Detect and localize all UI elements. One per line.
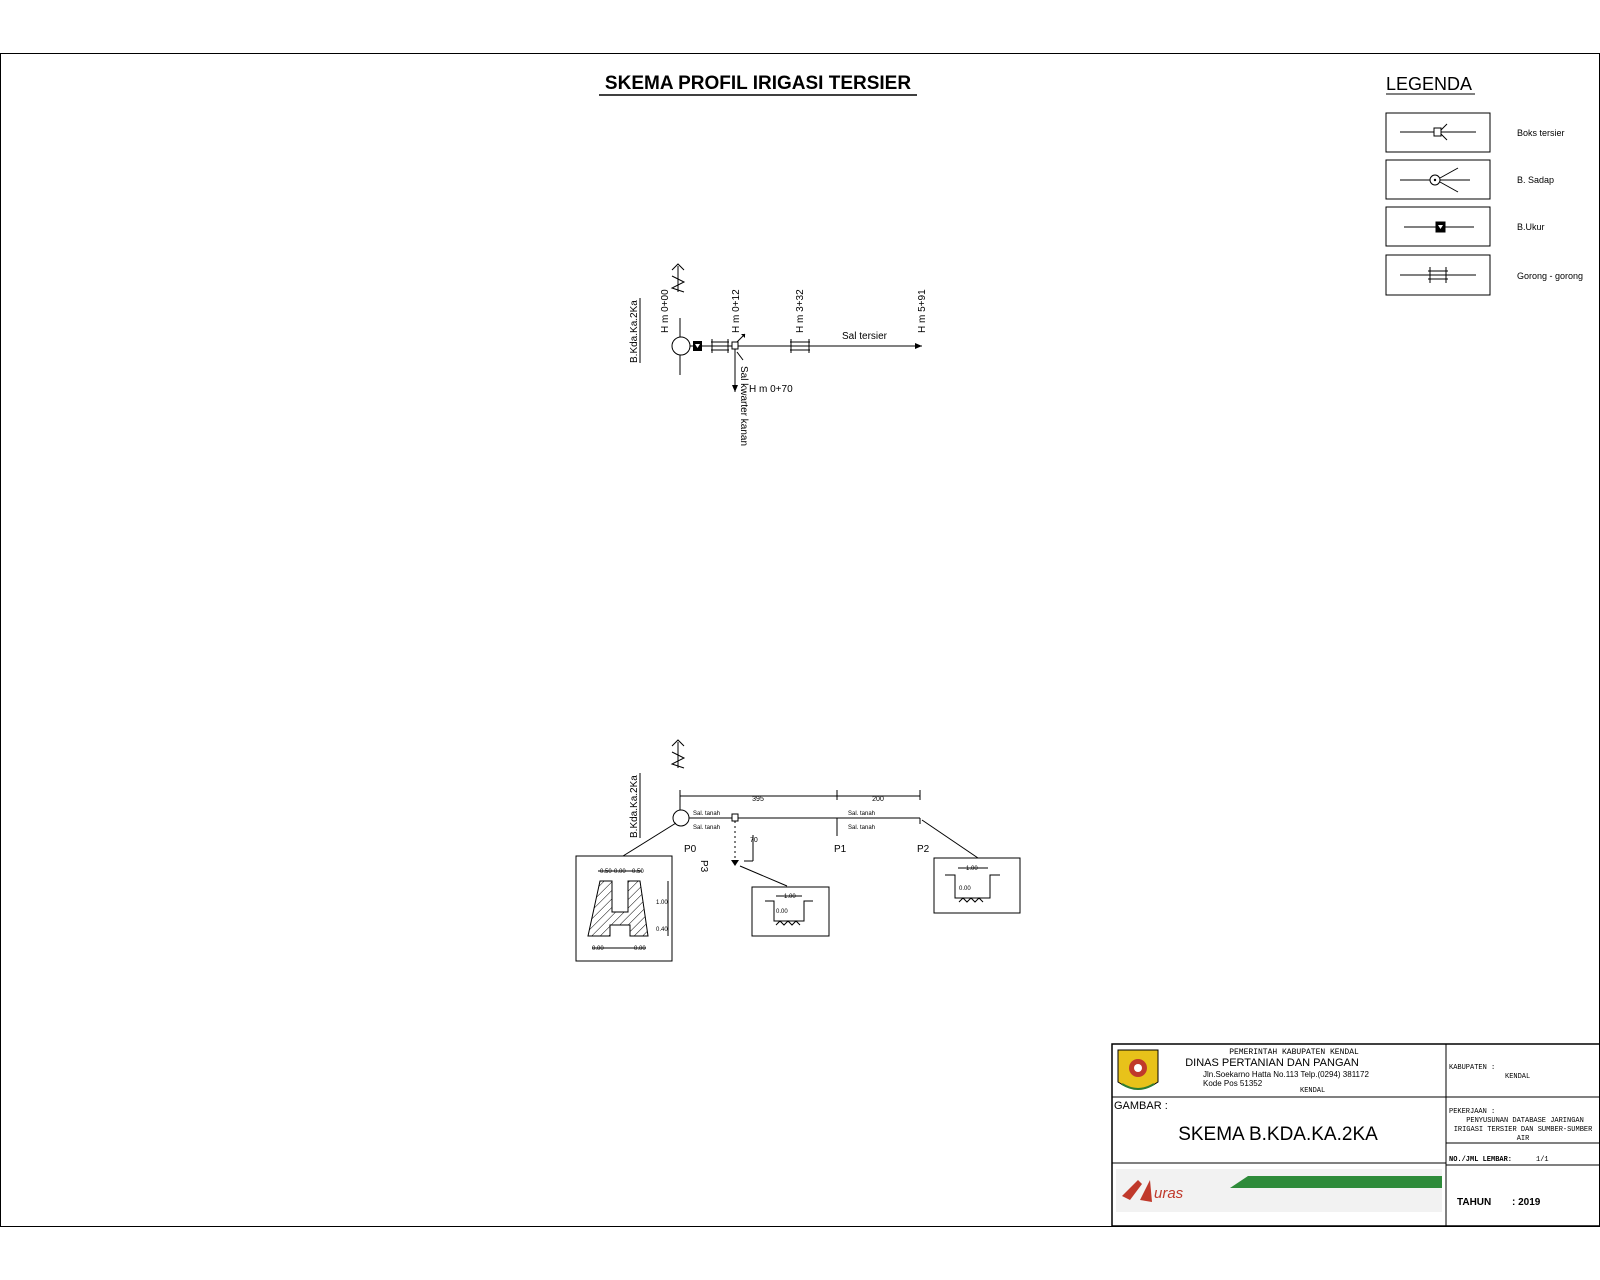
irrigation-profile: B.Kda.Ka.2Ka 395 200 Sal. tanah Sal. tan… (575, 739, 1021, 962)
legend-heading: LEGENDA (1386, 74, 1472, 94)
box-dim-base-b: 0.00 (634, 946, 646, 952)
station-label-1: H m 0+12 (731, 289, 742, 333)
dim-label-2: 200 (872, 796, 884, 803)
pekerjaan-line-1: PENYUSUNAN DATABASE JARINGAN (1466, 1117, 1584, 1125)
dept-city: KENDAL (1300, 1087, 1325, 1095)
station-label-0: H m 0+00 (660, 289, 671, 333)
section-1-width: 1.00 (784, 894, 796, 900)
box-dim-bottom: 0.40 (656, 927, 668, 933)
channel-text-1: Sal. tanah (693, 811, 720, 817)
ukur-symbol-icon (1404, 221, 1474, 233)
point-label-p1: P1 (834, 844, 847, 855)
box-tersier-structure-icon (731, 333, 746, 350)
culvert-symbol-icon (1400, 267, 1476, 283)
station-label-3: H m 5+91 (917, 289, 928, 333)
point-label-p0: P0 (684, 844, 697, 855)
point-label-p2: P2 (917, 844, 930, 855)
dept-address: Jln.Soekarno Hatta No.113 Telp.(0294) 38… (1203, 1070, 1369, 1079)
legend-label-ukur: B.Ukur (1517, 222, 1545, 232)
gambar-label: GAMBAR : (1114, 1100, 1168, 1112)
legend-item-sadap: B. Sadap (1385, 159, 1554, 200)
north-arrow-2-icon (670, 739, 686, 769)
legend-label-boks-tersier: Boks tersier (1517, 128, 1565, 138)
dept-name: DINAS PERTANIAN DAN PANGAN (1185, 1057, 1359, 1069)
legend-item-gorong: Gorong - gorong (1385, 254, 1583, 296)
section-1-depth: 0.00 (776, 909, 788, 915)
kabupaten-label: KABUPATEN : (1449, 1064, 1495, 1072)
sadap-symbol-icon (1400, 167, 1470, 193)
box-tersier-symbol-icon (1400, 123, 1476, 141)
sheet-border (0, 53, 1600, 1227)
legend-label-gorong: Gorong - gorong (1517, 271, 1583, 281)
consultant-logo: uras (1116, 1169, 1442, 1212)
schema-source-label: B.Kda.Ka.2Ka (629, 300, 640, 363)
north-arrow-icon (670, 263, 686, 293)
box-dim-top-a: 0.50 (600, 869, 612, 875)
ukur-structure-icon (693, 341, 702, 351)
box-section-detail: 0.50 0.00 0.50 1.00 0.40 0.00 0.00 (575, 855, 673, 962)
dim-label-branch: 70 (750, 837, 758, 844)
kendal-seal-logo (1117, 1049, 1159, 1090)
legend: LEGENDA Boks tersier B. Sadap (1385, 74, 1583, 296)
dim-label-1: 395 (752, 796, 764, 803)
gambar-value: SKEMA B.KDA.KA.2KA (1178, 1124, 1378, 1145)
box-dim-base-a: 0.00 (592, 946, 604, 952)
pekerjaan-label: PEKERJAAN : (1449, 1108, 1495, 1116)
page-title: SKEMA PROFIL IRIGASI TERSIER (605, 73, 911, 94)
kabupaten-value: KENDAL (1505, 1073, 1530, 1081)
lembar-label: NO./JML LEMBAR: (1449, 1156, 1512, 1164)
channel-text-4: Sal. tanah (848, 825, 875, 831)
section-2-depth: 0.00 (959, 886, 971, 892)
tahun-value: : 2019 (1512, 1197, 1541, 1208)
lembar-value: 1/1 (1536, 1156, 1549, 1164)
culvert-structure-2-icon (790, 339, 810, 353)
profile-source-label: B.Kda.Ka.2Ka (629, 775, 640, 838)
gov-name: PEMERINTAH KABUPATEN KENDAL (1229, 1048, 1359, 1057)
box-dim-height: 1.00 (656, 900, 668, 906)
title-block: PEMERINTAH KABUPATEN KENDAL DINAS PERTAN… (1111, 1043, 1600, 1227)
pekerjaan-line-2: IRIGASI TERSIER DAN SUMBER-SUMBER (1454, 1126, 1593, 1134)
branch-label: Sal kwarter kanan (738, 366, 749, 446)
dept-postcode: Kode Pos 51352 (1203, 1079, 1263, 1088)
channel-label: Sal tersier (842, 331, 888, 342)
legend-item-ukur: B.Ukur (1385, 206, 1545, 247)
channel-section-detail-1: 1.00 0.00 (751, 886, 830, 937)
channel-text-3: Sal. tanah (693, 825, 720, 831)
box-dim-top-b: 0.00 (614, 869, 626, 875)
branch-station-label: H m 0+70 (749, 384, 793, 395)
consultant-green-band (1230, 1176, 1442, 1188)
pekerjaan-line-3: AIR (1517, 1135, 1530, 1143)
box-dim-top-c: 0.50 (632, 869, 644, 875)
station-label-2: H m 3+32 (795, 289, 806, 333)
irrigation-schema: B.Kda.Ka.2Ka (629, 263, 928, 446)
legend-label-sadap: B. Sadap (1517, 175, 1554, 185)
legend-item-boks-tersier: Boks tersier (1385, 112, 1565, 153)
consultant-name: uras (1154, 1185, 1184, 1202)
sadap-structure-icon (671, 336, 691, 356)
section-2-width: 1.00 (966, 866, 978, 872)
branch-arrow-icon (732, 385, 738, 392)
culvert-structure-icon (711, 339, 729, 353)
point-label-p3: P3 (698, 860, 709, 873)
channel-end-arrow-icon (915, 343, 922, 349)
channel-section-detail-2: 1.00 0.00 (933, 857, 1021, 914)
channel-text-2: Sal. tanah (848, 811, 875, 817)
tahun-label: TAHUN (1457, 1197, 1491, 1208)
